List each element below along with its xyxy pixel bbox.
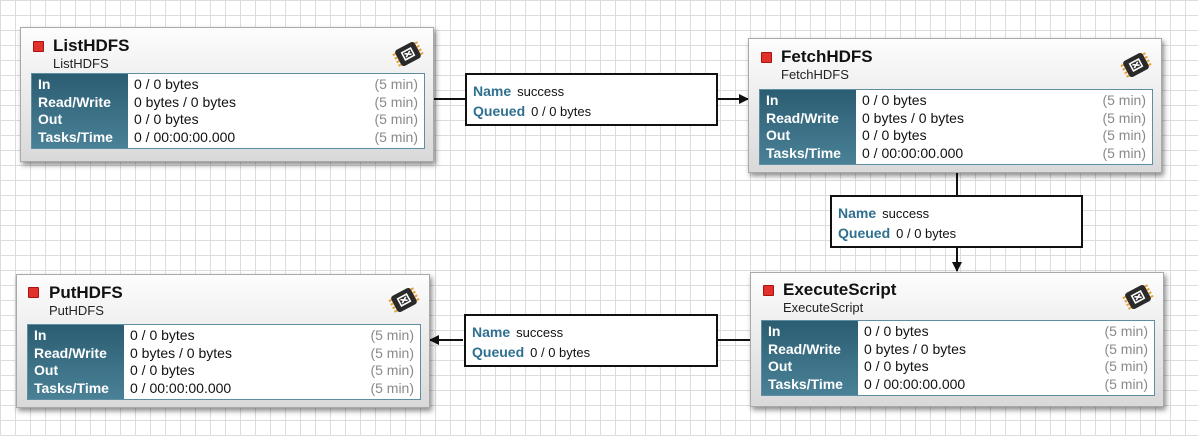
stat-label: Read/Write: [766, 109, 839, 126]
connection-queued: 0 / 0 bytes: [896, 226, 957, 241]
stat-label: Out: [768, 358, 793, 374]
processor-name: FetchHDFS: [781, 47, 873, 66]
stat-value: 0 bytes / 0 bytes: [130, 344, 232, 361]
processor-chip-icon: [388, 287, 420, 313]
processor-type: ExecuteScript: [783, 300, 864, 315]
stopped-icon: [763, 285, 774, 296]
stat-value: 0 / 0 bytes: [864, 358, 929, 374]
stat-value: 0 / 00:00:00.000: [134, 128, 236, 145]
queued-key: Queued: [472, 344, 525, 360]
stat-label: Tasks/Time: [768, 375, 843, 392]
stats-labels: In Read/Write Out Tasks/Time: [760, 90, 856, 164]
name-key: Name: [838, 205, 877, 221]
stat-label: Read/Write: [38, 93, 111, 110]
stat-window: (5 min): [1104, 358, 1148, 374]
stat-label: In: [768, 323, 781, 339]
processor-listhdfs[interactable]: ListHDFS ListHDFS In Read/Write Out Task…: [20, 27, 434, 162]
processor-chip-icon: [1122, 284, 1154, 310]
stat-window: (5 min): [374, 76, 418, 92]
stat-label: Read/Write: [768, 340, 841, 357]
stat-window: (5 min): [1102, 127, 1146, 143]
stat-label: Tasks/Time: [34, 379, 109, 396]
processor-fetchhdfs[interactable]: FetchHDFS FetchHDFS In Read/Write Out Ta…: [748, 38, 1162, 173]
connection-name: success: [882, 206, 930, 221]
connection-name: success: [516, 325, 564, 340]
processor-chip-icon: [392, 41, 424, 67]
stat-value: 0 / 0 bytes: [130, 362, 195, 378]
processor-stats: In Read/Write Out Tasks/Time 0 / 0 bytes…: [27, 324, 421, 400]
queued-key: Queued: [473, 103, 526, 119]
stopped-icon: [33, 41, 44, 52]
stat-label: Tasks/Time: [38, 128, 113, 145]
stat-label: Out: [766, 127, 791, 143]
name-key: Name: [472, 324, 511, 340]
processor-puthdfs[interactable]: PutHDFS PutHDFS In Read/Write Out Tasks/…: [16, 274, 430, 408]
stats-labels: In Read/Write Out Tasks/Time: [28, 325, 124, 399]
processor-stats: In Read/Write Out Tasks/Time 0 / 0 bytes…: [759, 89, 1153, 165]
stopped-icon: [28, 287, 39, 298]
stat-window: (5 min): [1102, 92, 1146, 108]
stat-window: (5 min): [370, 344, 414, 361]
stats-values: 0 / 0 bytes (5 min) 0 bytes / 0 bytes (5 m…: [856, 90, 1152, 164]
stat-value: 0 bytes / 0 bytes: [134, 93, 236, 110]
processor-name: ListHDFS: [53, 36, 130, 55]
stats-labels: In Read/Write Out Tasks/Time: [762, 321, 858, 395]
stat-value: 0 / 00:00:00.000: [864, 375, 966, 392]
stat-window: (5 min): [1104, 375, 1148, 392]
processor-executescript[interactable]: ExecuteScript ExecuteScript In Read/Writ…: [750, 272, 1164, 407]
stat-value: 0 bytes / 0 bytes: [864, 340, 966, 357]
stopped-icon: [761, 52, 772, 63]
stat-value: 0 / 00:00:00.000: [130, 379, 232, 396]
stat-window: (5 min): [370, 327, 414, 343]
processor-stats: In Read/Write Out Tasks/Time 0 / 0 bytes…: [31, 73, 425, 149]
stats-values: 0 / 0 bytes (5 min) 0 bytes / 0 bytes (5 m…: [128, 74, 424, 148]
processor-type: ListHDFS: [53, 56, 109, 71]
stats-labels: In Read/Write Out Tasks/Time: [32, 74, 128, 148]
stat-window: (5 min): [374, 111, 418, 127]
stats-values: 0 / 0 bytes (5 min) 0 bytes / 0 bytes (5 m…: [124, 325, 420, 399]
connection-name: success: [517, 84, 565, 99]
processor-stats: In Read/Write Out Tasks/Time 0 / 0 bytes…: [761, 320, 1155, 396]
queued-key: Queued: [838, 225, 891, 241]
stat-value: 0 / 0 bytes: [862, 127, 927, 143]
stat-value: 0 / 0 bytes: [134, 111, 199, 127]
stat-window: (5 min): [374, 93, 418, 110]
stat-window: (5 min): [1102, 144, 1146, 161]
stat-window: (5 min): [1104, 340, 1148, 357]
stat-label: In: [38, 76, 51, 92]
stat-label: Out: [38, 111, 63, 127]
stat-value: 0 / 00:00:00.000: [862, 144, 964, 161]
stat-label: In: [766, 92, 779, 108]
stat-value: 0 bytes / 0 bytes: [862, 109, 964, 126]
stat-value: 0 / 0 bytes: [864, 323, 929, 339]
processor-chip-icon: [1120, 52, 1152, 78]
connection-label-fetch-to-execute[interactable]: Name success Queued 0 / 0 bytes: [830, 195, 1083, 248]
stat-value: 0 / 0 bytes: [134, 76, 199, 92]
connection-queued: 0 / 0 bytes: [530, 345, 591, 360]
name-key: Name: [473, 83, 512, 99]
stat-label: Tasks/Time: [766, 144, 841, 161]
stat-label: In: [34, 327, 47, 343]
stat-window: (5 min): [1104, 323, 1148, 339]
stat-window: (5 min): [1102, 109, 1146, 126]
connection-label-execute-to-put[interactable]: Name success Queued 0 / 0 bytes: [464, 314, 718, 367]
connection-label-list-to-fetch[interactable]: Name success Queued 0 / 0 bytes: [465, 73, 718, 126]
connection-queued: 0 / 0 bytes: [531, 104, 592, 119]
stat-window: (5 min): [374, 128, 418, 145]
stats-values: 0 / 0 bytes (5 min) 0 bytes / 0 bytes (5 m…: [858, 321, 1154, 395]
stat-window: (5 min): [370, 362, 414, 378]
processor-name: PutHDFS: [49, 283, 123, 302]
stat-label: Out: [34, 362, 59, 378]
stat-value: 0 / 0 bytes: [862, 92, 927, 108]
stat-label: Read/Write: [34, 344, 107, 361]
stat-window: (5 min): [370, 379, 414, 396]
processor-name: ExecuteScript: [783, 280, 897, 299]
processor-type: FetchHDFS: [781, 67, 849, 82]
stat-value: 0 / 0 bytes: [130, 327, 195, 343]
processor-type: PutHDFS: [49, 303, 104, 318]
